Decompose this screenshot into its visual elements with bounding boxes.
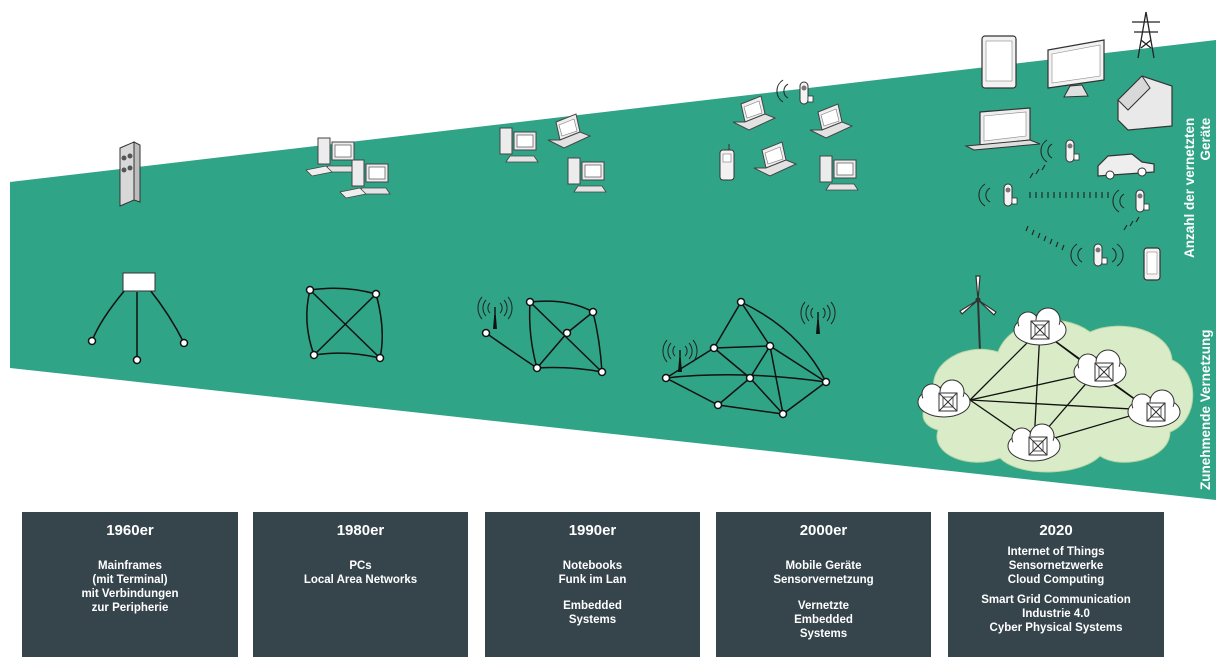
era-line: Notebooks — [562, 560, 623, 572]
era-box-1980s: 1980er PCs Local Area Networks — [253, 512, 468, 657]
era-box-2020: 2020 Internet of Things Sensornetzwerke … — [948, 512, 1164, 657]
wind-turbine-icon — [959, 275, 997, 353]
iot-device-icons-2020 — [964, 11, 1173, 281]
era-line: Local Area Networks — [303, 574, 418, 586]
mainframe-icon — [119, 141, 141, 207]
era-line: Mobile Geräte — [785, 560, 862, 572]
era-line: Mainframes — [98, 560, 162, 572]
growth-wedge — [10, 40, 1216, 500]
era-line: Internet of Things — [1007, 546, 1105, 558]
pc-icons-1980s — [305, 137, 391, 199]
era-description: Mobile Geräte Sensorvernetzung Vernetzte… — [716, 559, 931, 641]
mesh-network-2000s — [661, 297, 831, 419]
era-line: Industrie 4.0 — [1022, 608, 1090, 620]
era-year: 1980er — [336, 522, 385, 539]
era-description: Internet of Things Sensornetzwerke Cloud… — [948, 545, 1164, 635]
era-year: 2000er — [799, 522, 848, 539]
era-line: Embedded — [794, 614, 853, 626]
era-year: 1990er — [568, 522, 617, 539]
era-description: PCs Local Area Networks — [253, 559, 468, 587]
era-line: Systems — [799, 628, 848, 640]
era-line: Vernetzte — [797, 600, 850, 612]
era-line: zur Peripherie — [91, 602, 169, 614]
era-box-1960s: 1960er Mainframes (mit Terminal) mit Ver… — [22, 512, 238, 657]
era-line: Cloud Computing — [1007, 574, 1105, 586]
era-year: 2020 — [1039, 522, 1073, 539]
era-box-2000s: 2000er Mobile Geräte Sensorvernetzung Ve… — [716, 512, 931, 657]
wlan-network-1990s — [481, 297, 607, 377]
devices-axis-label: Anzahl der vernetzten Geräte — [1182, 114, 1213, 258]
era-description: Mainframes (mit Terminal) mit Verbindung… — [22, 559, 238, 615]
era-line: Sensorvernetzung — [773, 574, 874, 586]
era-line: Funk im Lan — [558, 574, 627, 586]
era-line: Smart Grid Communication — [981, 594, 1131, 606]
era-line: (mit Terminal) — [92, 574, 168, 586]
era-line: PCs — [349, 560, 372, 572]
era-line: Cyber Physical Systems — [989, 622, 1123, 634]
mesh-network-1980s — [305, 285, 385, 363]
mobile-device-icons-2000s — [719, 79, 859, 191]
era-line: Systems — [568, 614, 617, 626]
networking-axis-label: Zunehmende Vernetzung — [1198, 329, 1213, 490]
era-line: mit Verbindungen — [81, 588, 179, 600]
era-box-1990s: 1990er Notebooks Funk im Lan Embedded Sy… — [485, 512, 700, 657]
era-line: Embedded — [563, 600, 622, 612]
star-network-1960s — [87, 272, 189, 365]
era-line: Sensornetzwerke — [1008, 560, 1104, 572]
era-description: Notebooks Funk im Lan Embedded Systems — [485, 559, 700, 627]
cloud-network-2020 — [917, 307, 1194, 473]
era-year: 1960er — [106, 522, 154, 539]
